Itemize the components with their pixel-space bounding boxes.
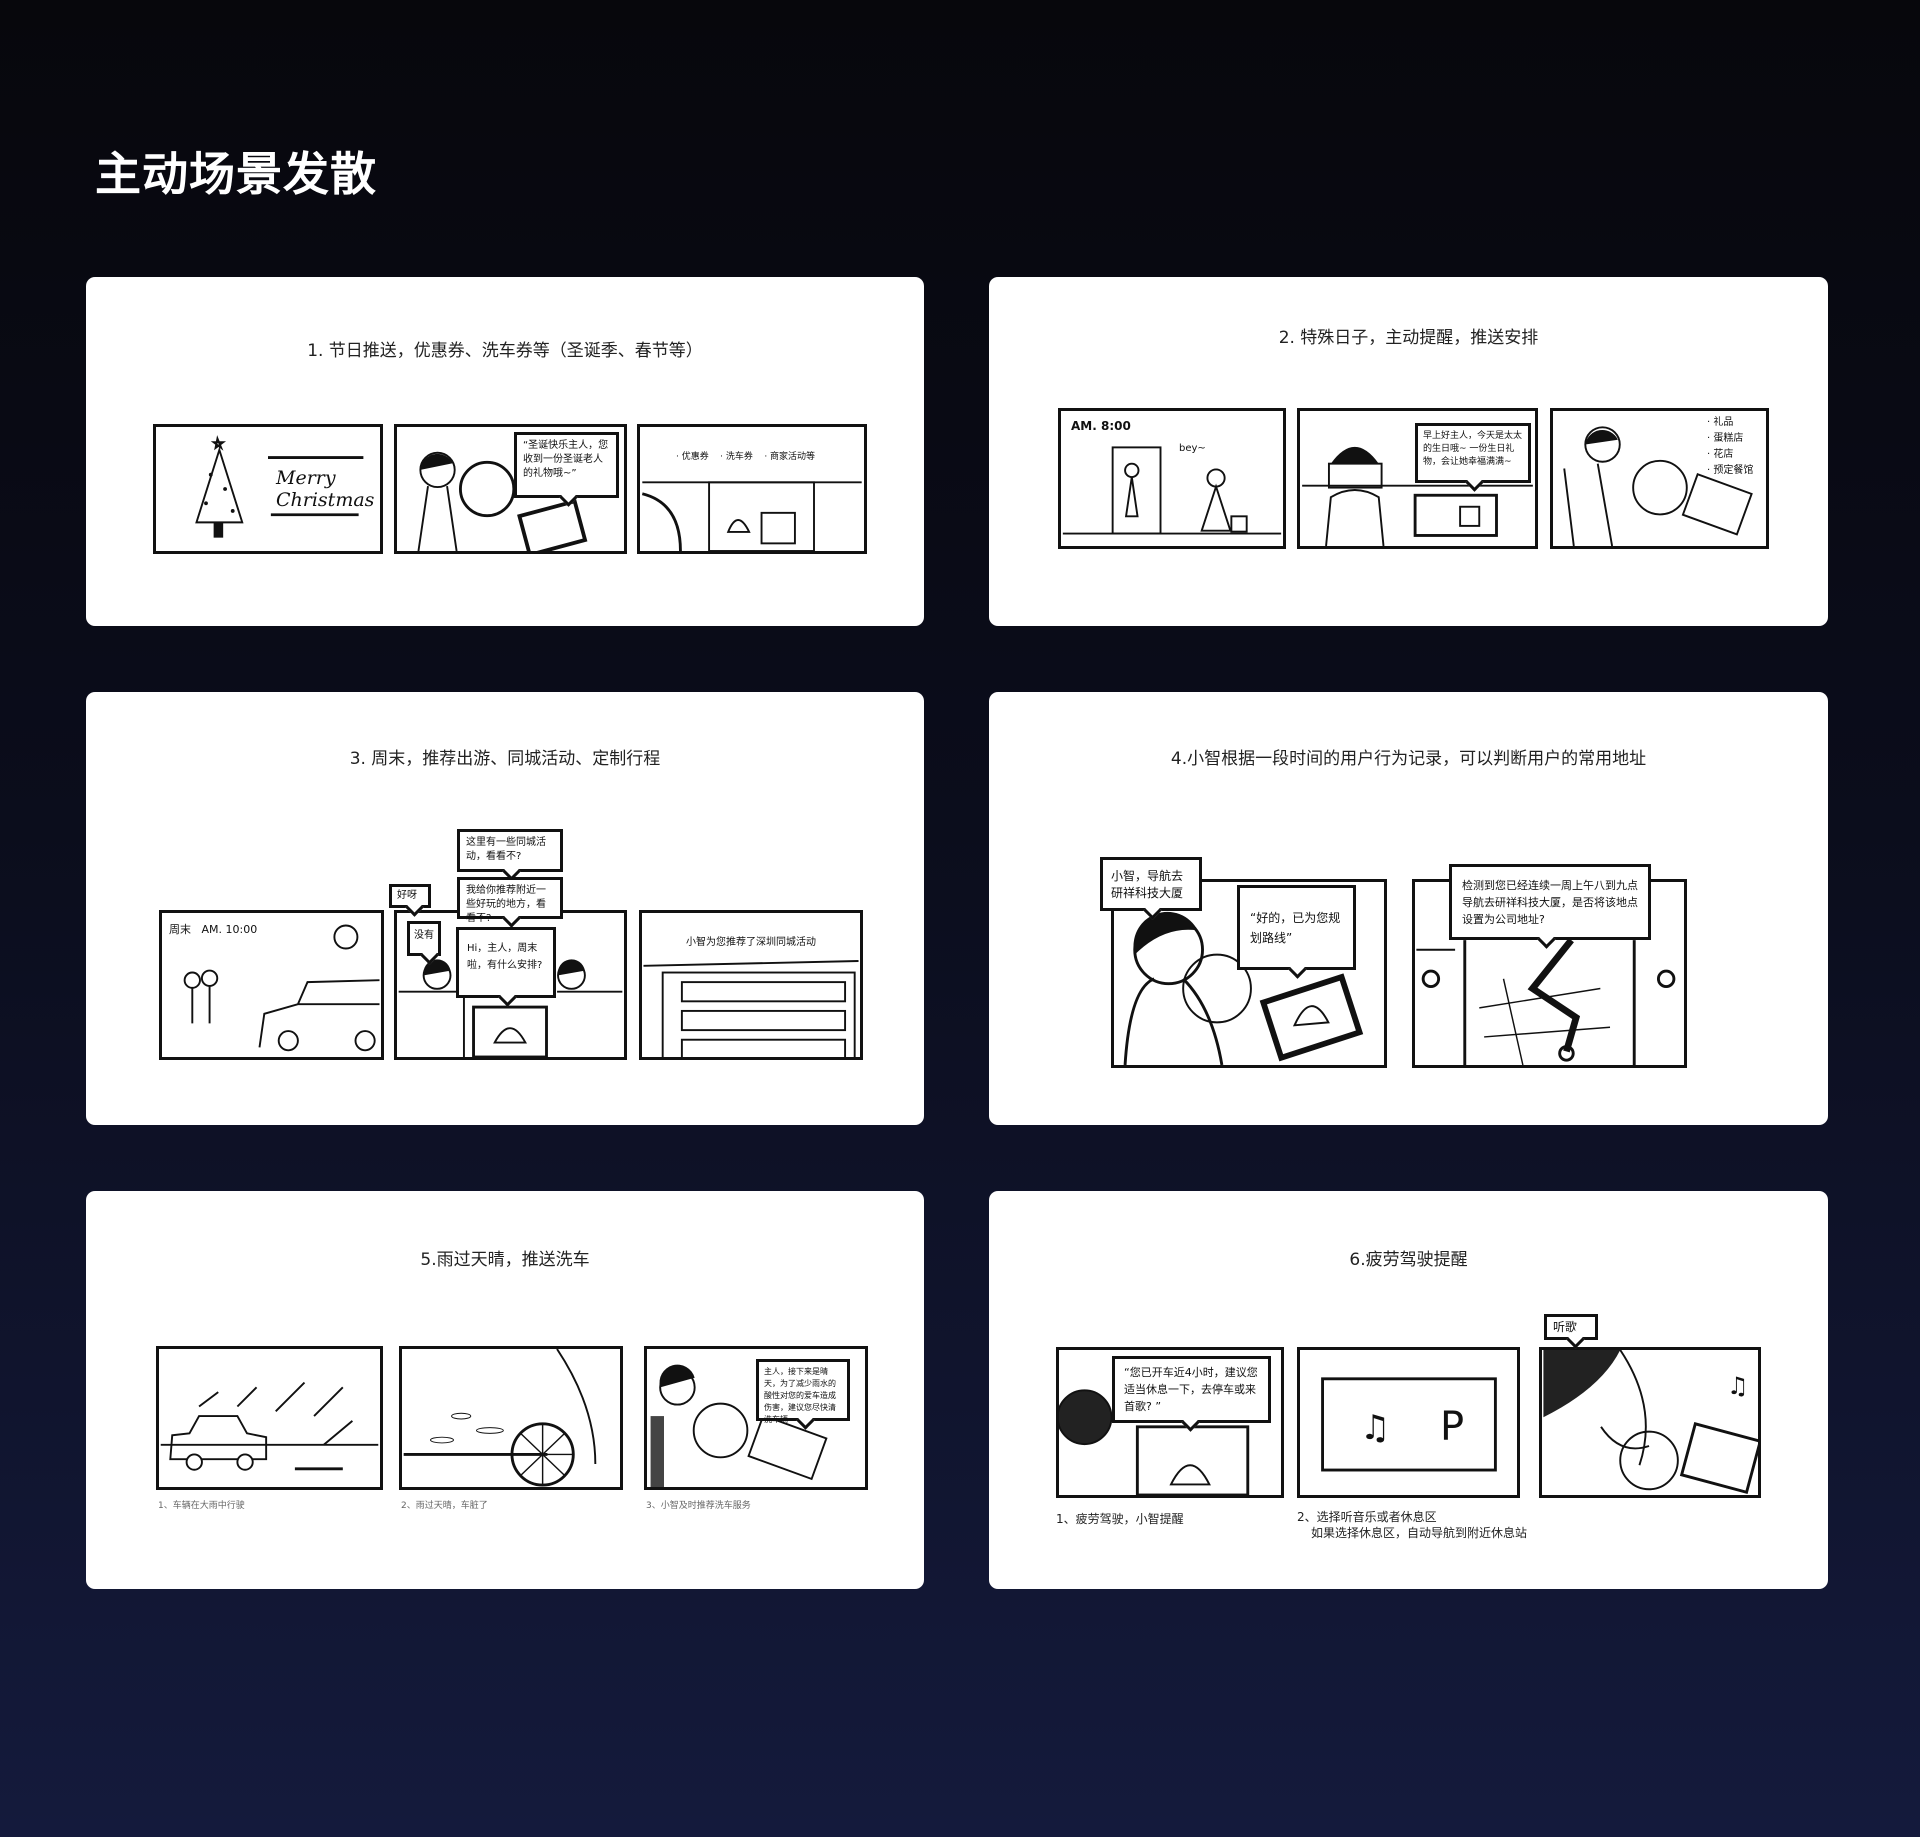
list-item: · 蛋糕店 [1707,433,1744,444]
speech-bubble: “好的，已为您规划路线” [1237,885,1356,970]
speech-bubble: 没有 [407,921,441,956]
driver-notification-sketch [650,1364,828,1487]
speech-bubble: 这里有一些同城活动，看看不? [457,829,563,872]
storyboard-panel [399,1346,623,1490]
speech-text: bey~ [1179,443,1206,454]
panel-caption: 2、选择听音乐或者休息区 [1297,1510,1437,1524]
panel-caption: 1、疲劳驾驶，小智提醒 [1056,1512,1184,1526]
panel-caption: 1、车辆在大雨中行驶 [158,1501,245,1511]
parking-icon: P [1440,1404,1465,1450]
christmas-tree-sketch [195,435,364,538]
panel-caption: 2、雨过天晴，车脏了 [401,1501,488,1511]
speech-bubble: 我给你推荐附近一些好玩的地方，看看不? [457,877,563,924]
coupon-list: · 优惠券 · 洗车券 · 商家活动等 [676,452,816,462]
panel-caption: 3、小智及时推荐洗车服务 [646,1501,751,1511]
recommendation-text: 小智为您推荐了深圳同城活动 [686,937,816,948]
storyboard-panel: ♫ [1539,1347,1761,1498]
storyboard-panel: “好的，已为您规划路线” [1111,879,1387,1068]
happy-driver-music-sketch [1543,1350,1758,1494]
speech-bubble: 检测到您已经连续一周上午八到九点导航去研祥科技大厦，是否将该地点设置为公司地址? [1449,864,1651,940]
time-label: 周末 AM. 10:00 [169,923,258,936]
music-note-icon: ♫ [1360,1408,1391,1448]
card-title: 2. 特殊日子，主动提醒，推送安排 [1278,328,1539,348]
card-title: 6.疲劳驾驶提醒 [1349,1250,1468,1270]
speech-bubble: 主人，接下来是晴天，为了减少雨水的酸性对您的爱车造成伤害，建议您尽快清洗车辆 [756,1359,850,1424]
speech-bubble: “您已开车近4小时，建议您适当休息一下，去停车或来首歌? ” [1112,1356,1271,1423]
scenario-card-fatigue-driving: 6.疲劳驾驶提醒 “您已开车近4小时，建议您适当休息一下，去停车或来首歌? ” … [989,1191,1828,1589]
speech-bubble: 早上好主人，今天是太太的生日哦~ 一份生日礼物，会让她幸福满满~ [1415,423,1531,483]
map-route-sketch [1416,937,1676,1065]
scenario-card-holiday: 1. 节日推送，优惠券、洗车券等（圣诞季、春节等） Merry Christma… [86,277,924,626]
time-label: AM. 8:00 [1071,419,1131,433]
list-item: · 礼品 [1707,417,1734,428]
storyboard-panel: “圣诞快乐主人，您收到一份圣诞老人的礼物哦~” [394,424,627,554]
storyboard-panel [156,1346,383,1490]
storyboard-panel: ♫ P [1297,1347,1520,1498]
speech-bubble: 好呀 [389,884,431,908]
dashboard-screen-sketch [641,481,862,551]
storyboard-panel: · 礼品 · 蛋糕店 · 花店 · 预定餐馆 [1550,408,1769,549]
scenario-card-frequent-address: 4.小智根据一段时间的用户行为记录，可以判断用户的常用地址 “好的，已为您规划路… [989,692,1828,1125]
storyboard-panel: 没有 Hi，主人，周末啦，有什么安排? [394,910,627,1060]
storyboard-panel: 主人，接下来是晴天，为了减少雨水的酸性对您的爱车造成伤害，建议您尽快清洗车辆 [644,1346,868,1490]
farewell-at-door-sketch [1062,446,1282,535]
speech-bubble: “圣诞快乐主人，您收到一份圣诞老人的礼物哦~” [514,432,619,498]
storyboard-panel: · 优惠券 · 洗车券 · 商家活动等 [637,424,867,554]
card-title: 5.雨过天晴，推送洗车 [420,1250,590,1270]
storyboard-panel: Merry Christmas [153,424,383,554]
suggestion-list: · 礼品 · 蛋糕店 · 花店 · 预定餐馆 [1707,415,1753,479]
couple-and-car-sketch [183,924,380,1052]
music-note-icon: ♫ [1727,1372,1749,1400]
storyboard-panel: 小智为您推荐了深圳同城活动 [639,910,863,1060]
scenario-card-car-wash: 5.雨过天晴，推送洗车 主人，接下来是晴天，为了减少雨水的酸性对您的爱车造成伤害… [86,1191,924,1589]
storyboard-panel: AM. 8:00 bey~ [1058,408,1286,549]
speech-bubble: 听歌 [1544,1314,1598,1340]
car-interior-sketch [1302,446,1533,546]
car-in-rain-sketch [160,1381,379,1471]
card-title: 1. 节日推送，优惠券、洗车券等（圣诞季、春节等） [307,341,703,361]
scenario-card-weekend: 3. 周末，推荐出游、同城活动、定制行程 这里有一些同城活动，看看不? 我给你推… [86,692,924,1125]
scenario-card-special-day: 2. 特殊日子，主动提醒，推送安排 AM. 8:00 bey~ 早上好主人，今天… [989,277,1828,626]
speech-bubble: Hi，主人，周末啦，有什么安排? [456,927,556,998]
driver-steering-sketch [417,451,588,551]
driver-navigation-sketch [1123,911,1364,1065]
activity-list-screen-sketch [643,960,859,1057]
panel-caption: 如果选择休息区，自动导航到附近休息站 [1311,1526,1528,1540]
driver-with-screen-sketch [1563,426,1753,546]
list-item: · 花店 [1707,449,1734,460]
speech-bubble: 小智，导航去研祥科技大厦 [1100,857,1202,911]
page-title: 主动场景发散 [95,147,377,201]
screen-options-sketch [1321,1377,1497,1472]
merry-christmas-lettering: Merry Christmas [276,467,375,511]
storyboard-panel: 周末 AM. 10:00 [159,910,384,1060]
dirty-car-sketch [403,1349,597,1487]
card-title: 3. 周末，推荐出游、同城活动、定制行程 [349,749,661,769]
list-item: · 预定餐馆 [1707,465,1754,476]
storyboard-panel: 早上好主人，今天是太太的生日哦~ 一份生日礼物，会让她幸福满满~ [1297,408,1538,549]
storyboard-panel: “您已开车近4小时，建议您适当休息一下，去停车或来首歌? ” [1056,1347,1284,1498]
card-title: 4.小智根据一段时间的用户行为记录，可以判断用户的常用地址 [1170,749,1647,769]
